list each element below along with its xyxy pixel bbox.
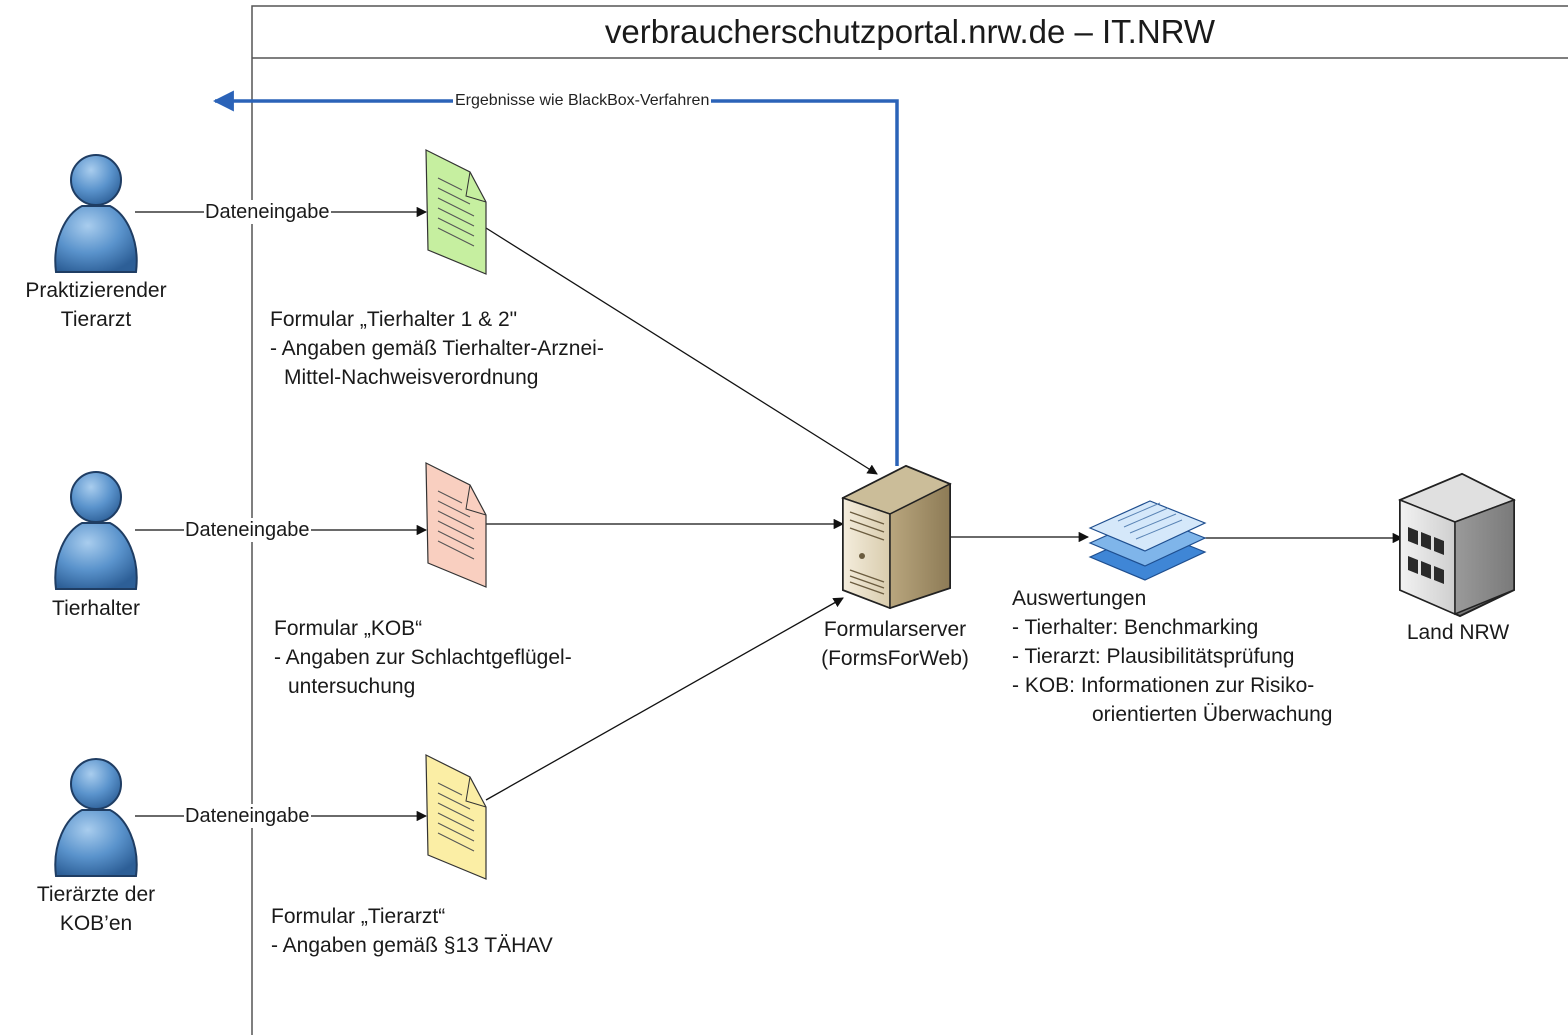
report-stack-icon bbox=[1088, 500, 1207, 581]
building-icon bbox=[1398, 472, 1516, 618]
actor-name-line: KOB’en bbox=[59, 912, 133, 935]
form-detail: untersuchung bbox=[288, 675, 416, 698]
server-name: Formularserver bbox=[823, 618, 967, 641]
person-icon bbox=[54, 758, 138, 877]
evaluation-item: - Tierarzt: Plausibilitätsprüfung bbox=[1012, 645, 1295, 668]
form-title: Formular „Tierarzt“ bbox=[271, 905, 446, 928]
edge-label-data-entry: Dateneingabe bbox=[184, 518, 311, 542]
evaluation-item: orientierten Überwachung bbox=[1092, 703, 1333, 726]
form-title: Formular „KOB“ bbox=[274, 617, 423, 640]
destination-label: Land NRW bbox=[1406, 621, 1510, 644]
actor-label-kob-vets: Tierärzte der KOB’en bbox=[6, 880, 186, 938]
page-title: verbraucherschutzportal.nrw.de – IT.NRW bbox=[604, 13, 1216, 50]
actor-name-line: Tierhalter bbox=[52, 597, 140, 620]
output-arrows bbox=[950, 531, 1404, 544]
form-description-kob: Formular „KOB“ - Angaben zur Schlachtgef… bbox=[274, 614, 572, 701]
feedback-label: Ergebnisse wie BlackBox-Verfahren bbox=[453, 91, 712, 111]
document-icon bbox=[425, 149, 487, 275]
form-title: Formular „Tierhalter 1 & 2" bbox=[270, 308, 518, 331]
actor-name-line: Tierärzte der bbox=[36, 883, 156, 906]
evaluation-item: - KOB: Informationen zur Risiko- bbox=[1012, 674, 1315, 697]
document-icon bbox=[425, 462, 487, 588]
edge-label-data-entry: Dateneingabe bbox=[204, 200, 331, 224]
portal-swimlane bbox=[251, 5, 1568, 1035]
evaluations-list: Auswertungen - Tierhalter: Benchmarking … bbox=[1012, 584, 1332, 729]
evaluations-title: Auswertungen bbox=[1012, 587, 1147, 610]
actor-name-line: Praktizierender bbox=[25, 279, 167, 302]
person-icon bbox=[54, 154, 138, 273]
form-description-vet: Formular „Tierarzt“ - Angaben gemäß §13 … bbox=[271, 902, 553, 960]
server-product: (FormsForWeb) bbox=[821, 647, 969, 670]
server-label: Formularserver (FormsForWeb) bbox=[790, 615, 1000, 673]
form-detail: - Angaben gemäß §13 TÄHAV bbox=[271, 934, 553, 957]
person-icon bbox=[54, 471, 138, 590]
evaluation-item: - Tierhalter: Benchmarking bbox=[1012, 616, 1259, 639]
actor-name-line: Tierarzt bbox=[60, 308, 132, 331]
form-description-keeper: Formular „Tierhalter 1 & 2" - Angaben ge… bbox=[270, 305, 604, 392]
edge-label-data-entry: Dateneingabe bbox=[184, 804, 311, 828]
actor-label-vet: Praktizierender Tierarzt bbox=[6, 276, 186, 334]
form-detail: Mittel-Nachweisverordnung bbox=[284, 366, 539, 389]
document-icon bbox=[425, 754, 487, 880]
form-detail: - Angaben gemäß Tierhalter-Arznei- bbox=[270, 337, 604, 360]
feedback-arrow bbox=[212, 90, 899, 466]
form-detail: - Angaben zur Schlachtgeflügel- bbox=[274, 646, 572, 669]
form-to-server-arrows bbox=[485, 227, 878, 801]
actor-label-animal-keeper: Tierhalter bbox=[6, 594, 186, 623]
server-icon bbox=[841, 464, 952, 610]
